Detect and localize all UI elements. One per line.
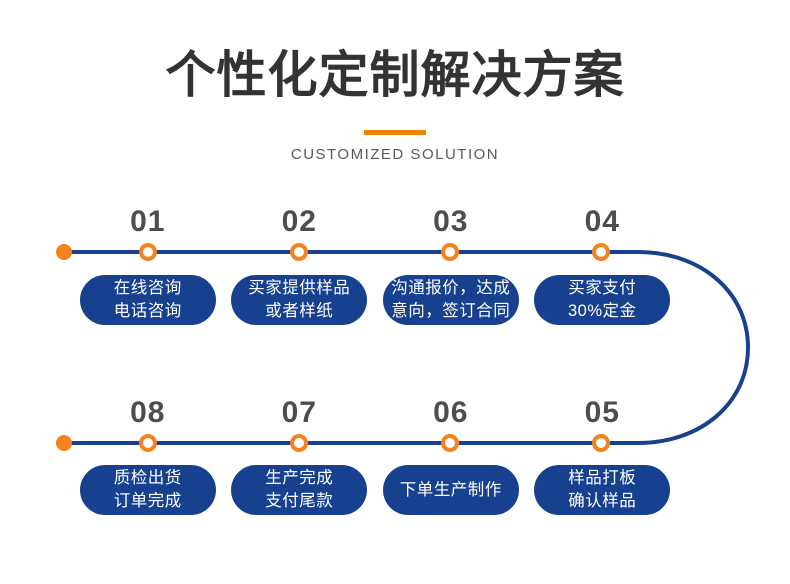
step-02-label-line1: 买家提供样品 (248, 279, 351, 297)
step-marker-04 (592, 243, 610, 261)
step-06-number: 06 (433, 396, 469, 429)
flow-start-dot-top (56, 244, 72, 260)
step-04: 04 买家支付 30%定金 (527, 205, 679, 325)
step-04-number: 04 (584, 205, 620, 238)
step-08: 08 质检出货 订单完成 (72, 396, 224, 515)
step-marker-02 (290, 243, 308, 261)
step-07-label-line2: 支付尾款 (265, 492, 334, 510)
step-04-label-line1: 买家支付 (568, 279, 637, 297)
step-01-label-pill: 在线咨询 电话咨询 (79, 275, 216, 325)
step-06: 06 下单生产制作 (375, 396, 527, 515)
step-02-label-pill: 买家提供样品 或者样纸 (231, 275, 368, 325)
step-05: 05 样品打板 确认样品 (527, 396, 679, 515)
step-marker-05 (592, 434, 610, 452)
page-title: 个性化定制解决方案 (165, 47, 625, 103)
step-03-label-line1: 沟通报价，达成 (391, 279, 511, 297)
step-08-label-line2: 订单完成 (113, 492, 182, 510)
step-03-number: 03 (433, 205, 469, 238)
page-subtitle: CUSTOMIZED SOLUTION (290, 146, 500, 163)
step-03-label-pill: 沟通报价，达成 意向，签订合同 (382, 275, 519, 325)
step-06-label-pill: 下单生产制作 (382, 465, 519, 515)
flow-line (64, 250, 751, 445)
step-08-label-pill: 质检出货 订单完成 (79, 465, 216, 515)
step-marker-07 (290, 434, 308, 452)
step-05-label-line2: 确认样品 (568, 492, 637, 510)
step-marker-01 (139, 243, 157, 261)
step-08-number: 08 (130, 396, 166, 429)
step-07: 07 生产完成 支付尾款 (224, 396, 376, 515)
step-07-number: 07 (281, 396, 317, 429)
step-02-number: 02 (281, 205, 317, 238)
title-divider (364, 130, 426, 135)
step-01-label-line2: 电话咨询 (113, 302, 182, 320)
step-07-label-line1: 生产完成 (265, 469, 334, 487)
step-04-label-pill: 买家支付 30%定金 (534, 275, 671, 325)
step-marker-06 (441, 434, 459, 452)
step-04-label-line2: 30%定金 (567, 302, 637, 320)
step-row-bottom: 08 质检出货 订单完成 07 生产完成 支付尾款 06 下单生产制作 05 样… (72, 396, 678, 515)
step-06-label-line1: 下单生产制作 (399, 480, 502, 499)
step-05-number: 05 (584, 396, 620, 429)
step-01: 01 在线咨询 电话咨询 (72, 205, 224, 325)
step-marker-08 (139, 434, 157, 452)
step-02-label-line2: 或者样纸 (265, 302, 334, 320)
step-05-label-pill: 样品打板 确认样品 (534, 465, 671, 515)
step-01-number: 01 (130, 205, 166, 238)
step-03: 03 沟通报价，达成 意向，签订合同 (375, 205, 527, 325)
step-05-label-line1: 样品打板 (568, 469, 637, 487)
step-07-label-pill: 生产完成 支付尾款 (231, 465, 368, 515)
step-03-label-line2: 意向，签订合同 (391, 302, 511, 320)
step-marker-03 (441, 243, 459, 261)
flow-start-dot-bottom (56, 435, 72, 451)
step-08-label-line1: 质检出货 (113, 469, 182, 487)
step-02: 02 买家提供样品 或者样纸 (224, 205, 376, 325)
step-row-top: 01 在线咨询 电话咨询 02 买家提供样品 或者样纸 03 沟通报价，达成 意… (72, 205, 678, 325)
step-01-label-line1: 在线咨询 (113, 279, 182, 297)
